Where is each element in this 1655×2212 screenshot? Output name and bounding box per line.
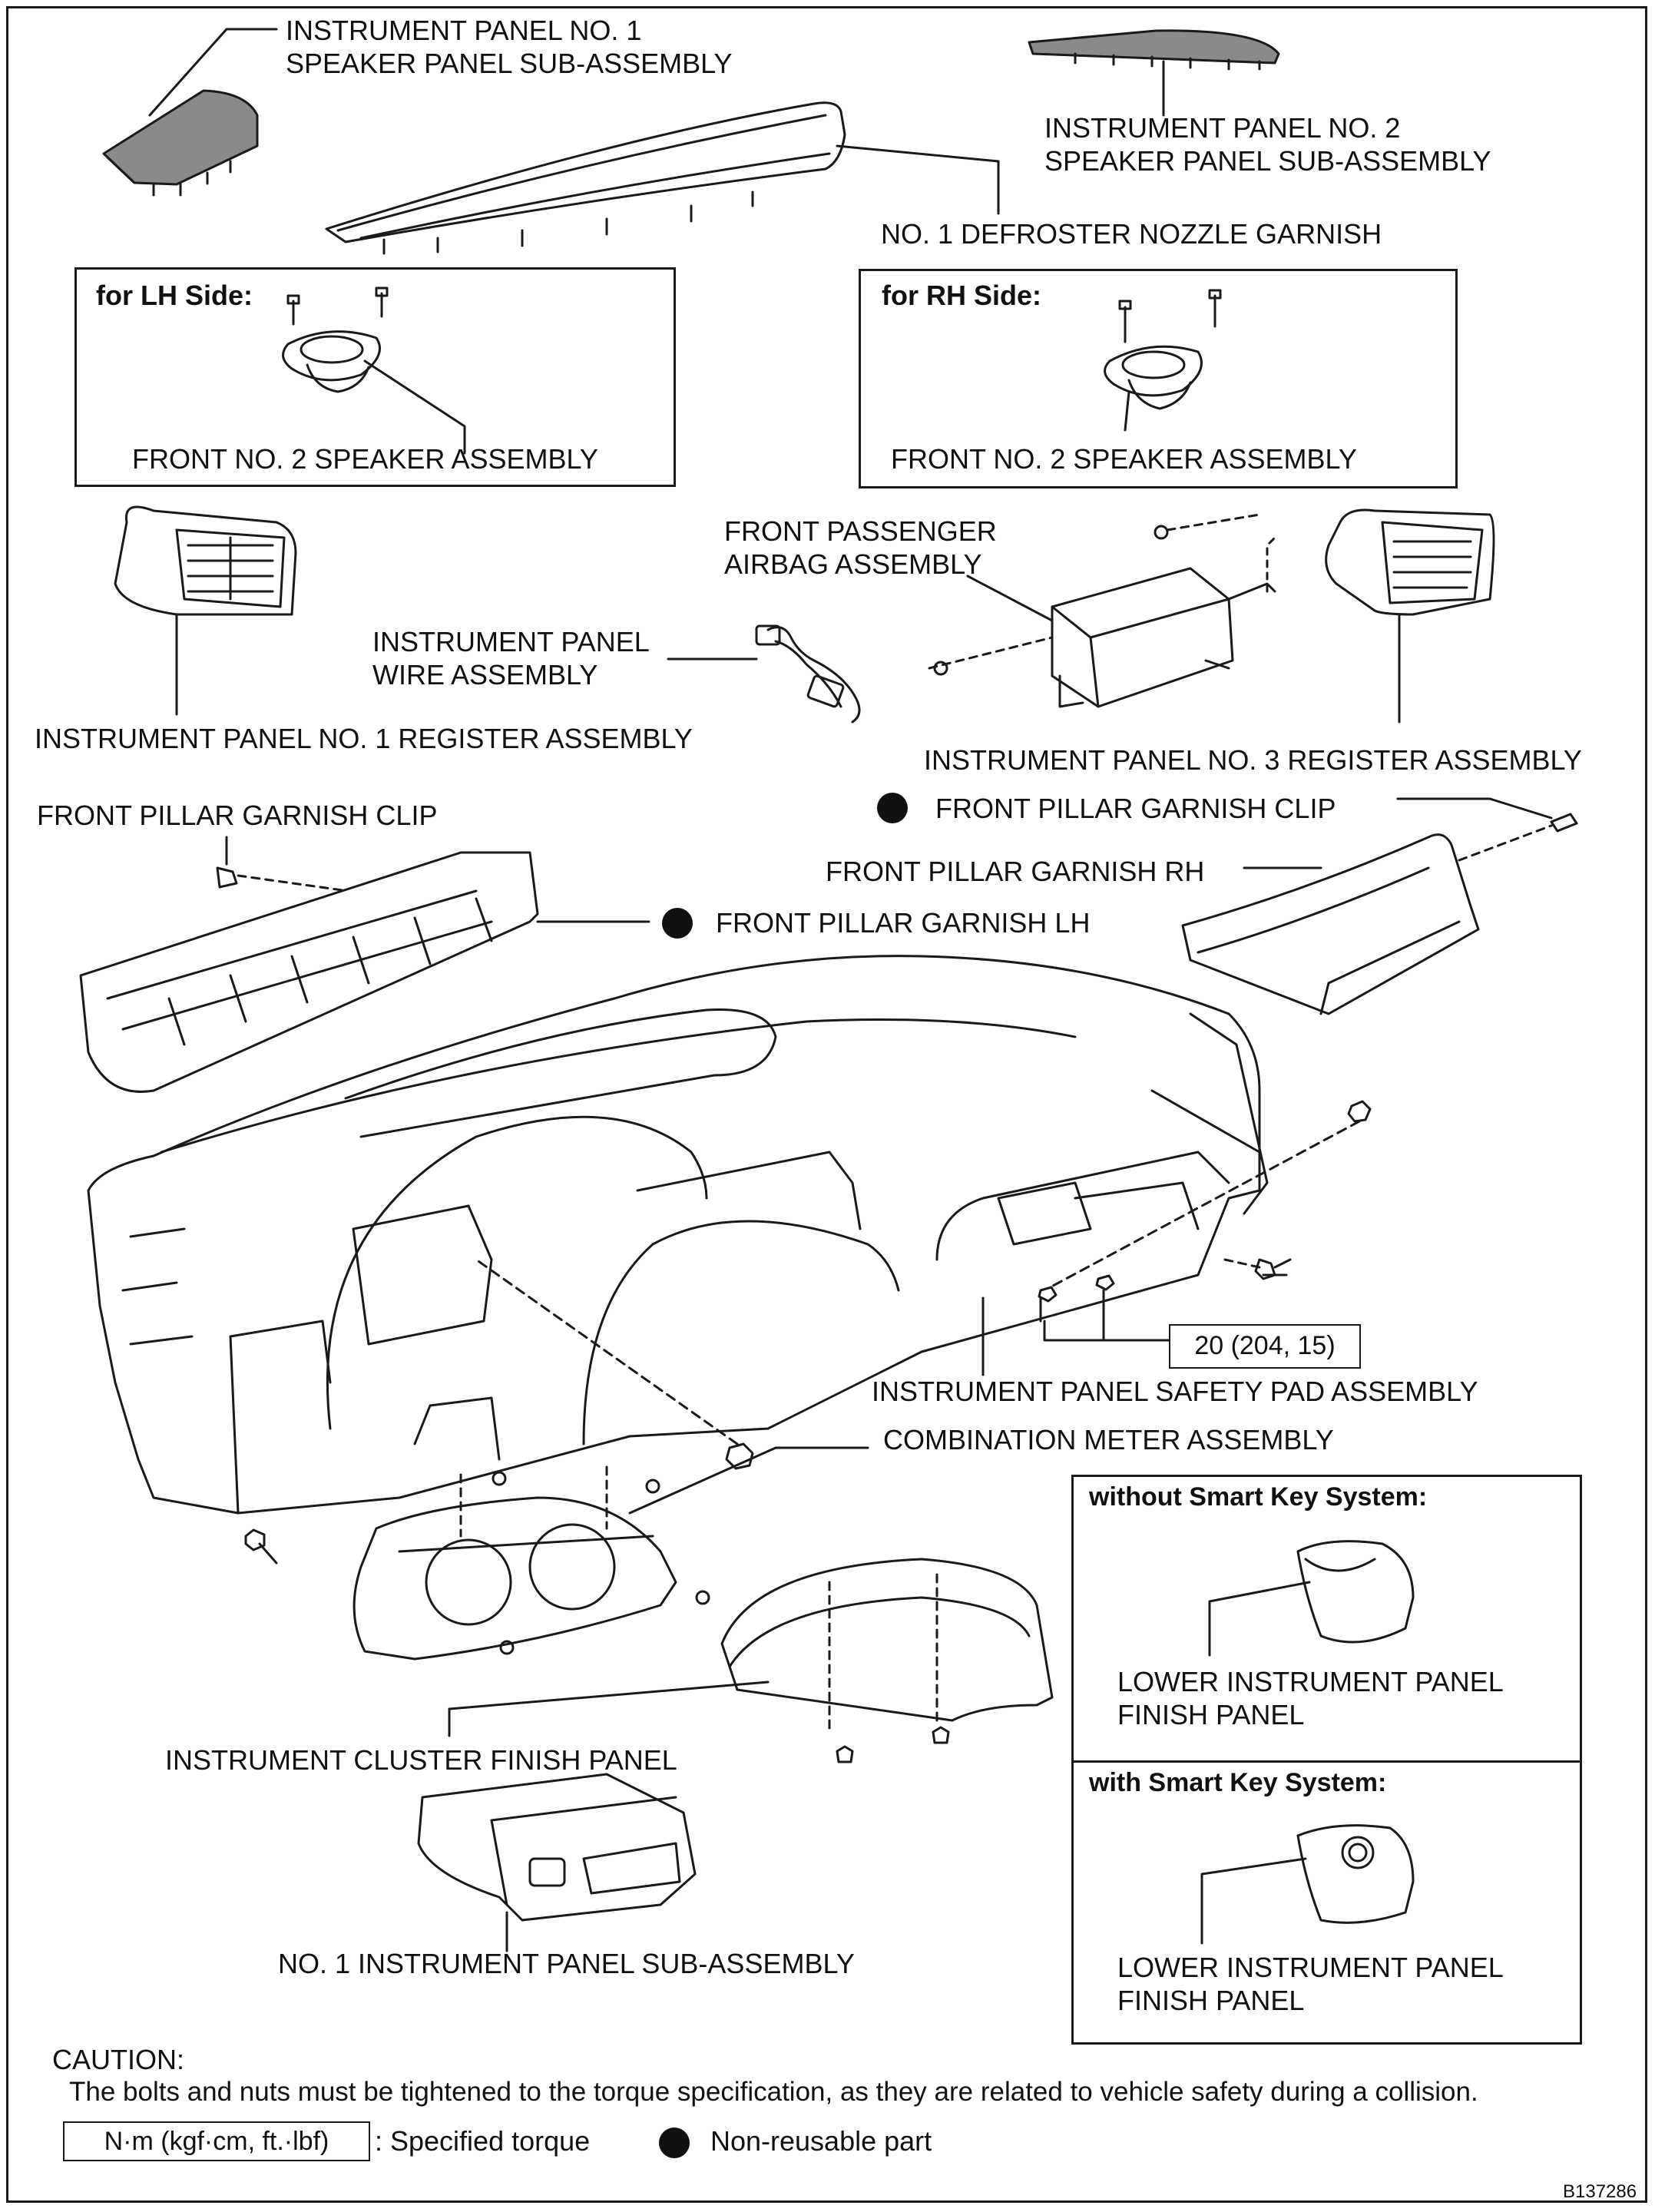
leader-defroster [836, 144, 1000, 215]
pillar-garnish-rh-drawing [1181, 833, 1480, 1015]
label-speaker-panel-2: INSTRUMENT PANEL NO. 2 SPEAKER PANEL SUB… [1044, 111, 1491, 177]
label-rh-side: for RH Side: [882, 280, 1042, 311]
label-with-smart-key: with Smart Key System: [1089, 1768, 1387, 1797]
nonreusable-mark-pillar-lh [662, 908, 693, 939]
label-cluster-finish: INSTRUMENT CLUSTER FINISH PANEL [165, 1744, 677, 1776]
label-speaker-panel-1-line1: INSTRUMENT PANEL NO. 1 [286, 15, 642, 46]
label-speaker-panel-1: INSTRUMENT PANEL NO. 1 SPEAKER PANEL SUB… [286, 14, 733, 80]
pillar-clip-rh-drawing [1458, 813, 1578, 862]
defroster-garnish-drawing [325, 101, 846, 255]
label-no1-sub-assembly: NO. 1 INSTRUMENT PANEL SUB-ASSEMBLY [278, 1948, 855, 1979]
combination-meter-drawing [353, 1465, 710, 1661]
figure-id: B137286 [1563, 2181, 1637, 2202]
label-wire-line2: WIRE ASSEMBLY [372, 659, 598, 690]
label-speaker-panel-2-line2: SPEAKER PANEL SUB-ASSEMBLY [1044, 145, 1491, 177]
airbag-drawing [928, 513, 1276, 708]
label-register-1: INSTRUMENT PANEL NO. 1 REGISTER ASSEMBLY [35, 723, 693, 754]
leader-cluster-finish [448, 1681, 770, 1737]
lower-finish-1-drawing [1296, 1540, 1415, 1644]
nonreusable-mark-pillar-clip-rh [877, 793, 908, 823]
legend-torque-box: N·m (kgf·cm, ft.·lbf) [63, 2121, 370, 2161]
rh-speaker-drawing [1104, 289, 1222, 432]
label-safety-pad: INSTRUMENT PANEL SAFETY PAD ASSEMBLY [872, 1376, 1478, 1407]
pillar-clip-lh-drawing [216, 866, 432, 904]
speaker-panel-2-drawing [1028, 29, 1280, 71]
label-lower-finish-1-line1: LOWER INSTRUMENT PANEL [1117, 1666, 1504, 1697]
torque-spec-box: 20 (204, 15) [1169, 1324, 1361, 1369]
leader-airbag [966, 575, 1054, 622]
safety-pad-drawing [87, 955, 1269, 1515]
leader-lower-finish-2 [1200, 1857, 1307, 1945]
leader-combination-meter [628, 1446, 869, 1515]
label-lh-speaker: FRONT NO. 2 SPEAKER ASSEMBLY [132, 443, 598, 475]
label-airbag-line1: FRONT PASSENGER [724, 515, 997, 547]
label-combination-meter: COMBINATION METER ASSEMBLY [883, 1424, 1334, 1455]
label-pillar-clip-lh: FRONT PILLAR GARNISH CLIP [37, 800, 438, 831]
label-register-3: INSTRUMENT PANEL NO. 3 REGISTER ASSEMBLY [924, 744, 1582, 776]
label-wire-line1: INSTRUMENT PANEL [372, 626, 650, 657]
label-wire: INSTRUMENT PANEL WIRE ASSEMBLY [372, 625, 650, 691]
leader-lower-finish-1 [1208, 1581, 1311, 1657]
caution-title: CAUTION: [52, 2044, 185, 2075]
label-pillar-clip-rh: FRONT PILLAR GARNISH CLIP [935, 793, 1336, 824]
no1-sub-assembly-drawing [417, 1773, 697, 1922]
label-pillar-rh: FRONT PILLAR GARNISH RH [826, 856, 1205, 887]
cluster-finish-drawing [720, 1558, 1054, 1763]
label-lh-side: for LH Side: [96, 280, 253, 311]
label-airbag-line2: AIRBAG ASSEMBLY [724, 548, 982, 580]
register-1-drawing [114, 505, 297, 616]
legend-torque-desc: : Specified torque [375, 2125, 591, 2157]
label-lower-finish-2-line1: LOWER INSTRUMENT PANEL [1117, 1952, 1504, 1983]
legend-nonreusable-dot [659, 2128, 690, 2158]
lh-speaker-drawing [282, 286, 466, 455]
pillar-garnish-lh-drawing [79, 851, 539, 1093]
lower-finish-2-drawing [1296, 1824, 1415, 1924]
register-3-drawing [1325, 508, 1495, 616]
speaker-panel-1-drawing [102, 89, 259, 197]
leader-pillar-clip-rh [1396, 797, 1553, 820]
rh-side-box [859, 269, 1458, 488]
label-without-smart-key: without Smart Key System: [1089, 1482, 1428, 1512]
label-lower-finish-1-line2: FINISH PANEL [1117, 1699, 1305, 1730]
label-airbag: FRONT PASSENGER AIRBAG ASSEMBLY [724, 515, 997, 581]
label-lower-finish-2-line2: FINISH PANEL [1117, 1985, 1305, 2016]
lh-side-box [74, 267, 676, 487]
dash-fasteners-drawing [244, 1100, 1372, 1565]
legend-nonreusable-desc: Non-reusable part [710, 2125, 932, 2157]
label-pillar-lh: FRONT PILLAR GARNISH LH [716, 907, 1091, 939]
diagram-frame [6, 6, 1647, 2203]
caution-text: The bolts and nuts must be tightened to … [69, 2077, 1478, 2107]
leader-torque [1043, 1304, 1170, 1342]
label-speaker-panel-1-line2: SPEAKER PANEL SUB-ASSEMBLY [286, 48, 733, 79]
label-speaker-panel-2-line1: INSTRUMENT PANEL NO. 2 [1044, 112, 1401, 144]
label-lower-finish-2: LOWER INSTRUMENT PANEL FINISH PANEL [1117, 1951, 1504, 2017]
label-defroster: NO. 1 DEFROSTER NOZZLE GARNISH [881, 218, 1382, 250]
label-lower-finish-1: LOWER INSTRUMENT PANEL FINISH PANEL [1117, 1665, 1504, 1731]
with-smart-key-box [1071, 1760, 1582, 2045]
wire-assembly-drawing [755, 624, 861, 724]
label-rh-speaker: FRONT NO. 2 SPEAKER ASSEMBLY [891, 443, 1357, 475]
leader-speaker-panel-1 [148, 28, 278, 117]
